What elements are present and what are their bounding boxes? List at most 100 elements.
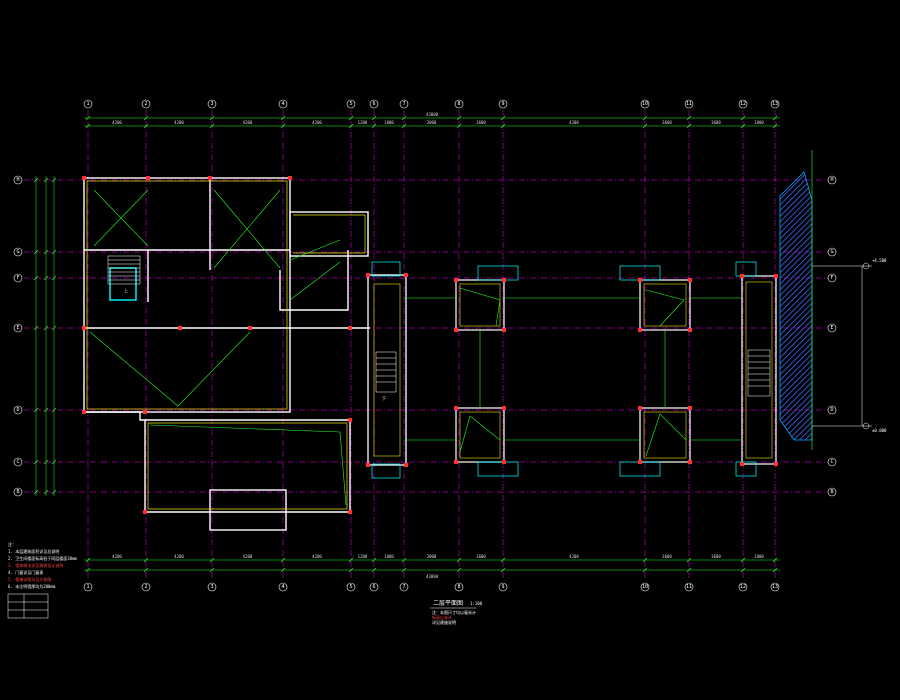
grid-bubble-label: H bbox=[16, 177, 19, 183]
grid-bubble-col bbox=[207, 99, 217, 109]
grid-bubble-label: 9 bbox=[501, 101, 504, 107]
drawing-scale: 1:100 bbox=[470, 601, 483, 606]
column-marker bbox=[774, 274, 778, 278]
grid-bubble-label: 8 bbox=[457, 584, 460, 590]
column-marker bbox=[82, 176, 86, 180]
grid-bubble-col bbox=[346, 99, 356, 109]
dimension-text: 3600 bbox=[711, 554, 721, 559]
column-marker bbox=[143, 410, 147, 414]
grid-bubble-label: 13 bbox=[772, 584, 778, 590]
column-marker bbox=[688, 328, 692, 332]
grid-bubble-label: B bbox=[830, 489, 833, 495]
grid-bubble-label: D bbox=[830, 407, 833, 413]
dimension-text: 1800 bbox=[384, 554, 394, 559]
left-note-4: 4. 门窗详见门窗表 bbox=[8, 569, 43, 575]
left-note-5: 5. 楼梯详图另见大样图 bbox=[8, 576, 51, 582]
grid-bubble-row bbox=[827, 405, 837, 415]
east-stair bbox=[747, 349, 771, 397]
left-note-2: 2. 卫生间楼面标高低于同层楼面20mm bbox=[8, 555, 77, 561]
grid-bubble-label: 6 bbox=[372, 101, 375, 107]
grid-bubble-label: 7 bbox=[402, 584, 405, 590]
total-dimension-text: 43800 bbox=[426, 574, 439, 579]
dimension-text: 4200 bbox=[112, 120, 122, 125]
grid-bubble-row bbox=[827, 457, 837, 467]
grid-bubble-row bbox=[827, 175, 837, 185]
grid-bubble-label: 12 bbox=[740, 584, 746, 590]
grid-bubble-label: 13 bbox=[772, 101, 778, 107]
grid-bubble-label: 1 bbox=[86, 101, 89, 107]
grid-bubble-col bbox=[207, 582, 217, 592]
dimension-text: 4200 bbox=[243, 554, 253, 559]
bay-diagonals bbox=[404, 287, 742, 457]
column-marker bbox=[740, 274, 744, 278]
dimension-text: 1200 bbox=[358, 554, 368, 559]
column-marker bbox=[454, 328, 458, 332]
left-note-3: 3. 墙体做法详见建筑设计说明 bbox=[8, 562, 63, 568]
column-marker bbox=[638, 328, 642, 332]
grid-bubble-label: 1 bbox=[86, 584, 89, 590]
grid-bubble-label: 3 bbox=[210, 584, 213, 590]
grid-bubble-col bbox=[141, 99, 151, 109]
column-marker bbox=[208, 176, 212, 180]
column-marker bbox=[366, 463, 370, 467]
grid-bubble-label: 2 bbox=[144, 101, 147, 107]
left-note-1: 1. 本层建筑面积详见总说明 bbox=[8, 548, 59, 554]
grid-bubble-label: 3 bbox=[210, 101, 213, 107]
dimension-text: 4200 bbox=[243, 120, 253, 125]
column-marker bbox=[143, 510, 147, 514]
grid-bubble-row bbox=[13, 457, 23, 467]
column-marker bbox=[248, 326, 252, 330]
dimension-text: 3600 bbox=[662, 554, 672, 559]
grid-bubble-label: C bbox=[16, 459, 19, 465]
column-marker bbox=[502, 460, 506, 464]
grid-bubble-row bbox=[13, 247, 23, 257]
grid-bubble-label: 4 bbox=[281, 584, 284, 590]
column-marker bbox=[366, 273, 370, 277]
dimension-text: 4200 bbox=[112, 554, 122, 559]
dimension-text: 4200 bbox=[569, 120, 579, 125]
grid-bubble-col bbox=[640, 582, 650, 592]
dimension-text: 3000 bbox=[427, 120, 437, 125]
grid-bubble-col bbox=[141, 582, 151, 592]
column-marker bbox=[348, 418, 352, 422]
grid-bubble-col bbox=[770, 582, 780, 592]
grid-bubble-col bbox=[278, 582, 288, 592]
grid-bubble-label: 8 bbox=[457, 101, 460, 107]
core-a bbox=[367, 274, 407, 466]
grid-bubble-col bbox=[454, 99, 464, 109]
grid-bubble-label: 6 bbox=[372, 584, 375, 590]
column-marker bbox=[688, 460, 692, 464]
dimension-text: 3600 bbox=[476, 120, 486, 125]
grid-bubble-label: 10 bbox=[642, 584, 648, 590]
grid-bubble-label: 9 bbox=[501, 584, 504, 590]
dimension-text: 3600 bbox=[711, 120, 721, 125]
column-marker bbox=[638, 278, 642, 282]
title-note-1: 注：本图尺寸均以毫米计 bbox=[432, 609, 476, 615]
grid-bubble-row bbox=[827, 487, 837, 497]
grid-bubble-col bbox=[399, 99, 409, 109]
grid-bubble-label: H bbox=[830, 177, 833, 183]
title-note-2: 标高以米计 bbox=[432, 614, 452, 620]
grid-bubble-label: 4 bbox=[281, 101, 284, 107]
dimension-text: 4200 bbox=[174, 120, 184, 125]
column-marker bbox=[502, 406, 506, 410]
column-marker bbox=[638, 406, 642, 410]
column-marker bbox=[454, 406, 458, 410]
column-marker bbox=[348, 510, 352, 514]
dimension-text: 4200 bbox=[312, 554, 322, 559]
grid-bubble-label: 5 bbox=[349, 584, 352, 590]
dimension-text: 4200 bbox=[174, 554, 184, 559]
grid-bubble-col bbox=[684, 582, 694, 592]
dimension-text: 4200 bbox=[569, 554, 579, 559]
grid-bubble-col bbox=[83, 99, 93, 109]
bay-frame-lining bbox=[459, 281, 773, 459]
dimension-text: 1800 bbox=[754, 120, 764, 125]
column-marker bbox=[146, 176, 150, 180]
column-marker bbox=[638, 460, 642, 464]
structural-columns bbox=[82, 176, 778, 514]
column-marker bbox=[454, 460, 458, 464]
west-stair bbox=[107, 255, 141, 285]
column-marker bbox=[82, 410, 86, 414]
grid-bubble-col bbox=[498, 582, 508, 592]
grid-bubble-col bbox=[369, 582, 379, 592]
